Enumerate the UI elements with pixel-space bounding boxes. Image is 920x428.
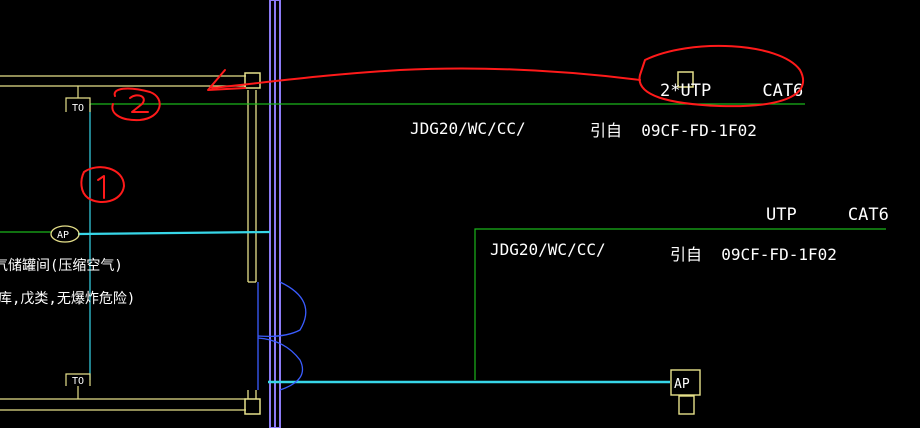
room-label-line2: 库,戊类,无爆炸危险)	[0, 291, 135, 307]
green-cables	[0, 103, 886, 380]
top-cable-spec: 2*UTP CAT6	[660, 81, 803, 101]
ap-right: AP	[670, 369, 701, 415]
to-outlet-top: TO	[65, 86, 91, 114]
to-label-top: TO	[72, 103, 84, 114]
red-markup	[80, 44, 805, 203]
to-label-bottom: TO	[72, 376, 84, 387]
column-wall	[269, 0, 281, 428]
red-mark-2-digit	[129, 94, 149, 113]
door-swing	[257, 281, 307, 391]
top-source-ref: 引自 09CF-FD-1F02	[590, 121, 757, 140]
red-mark-1-digit	[97, 175, 105, 199]
ap-right-label: AP	[674, 377, 690, 392]
column-square-right	[677, 71, 694, 88]
yellow-walls	[0, 75, 257, 411]
red-arrow-head	[207, 69, 246, 91]
mid-cable-spec: UTP CAT6	[766, 205, 889, 225]
red-mark-1-circle	[80, 166, 125, 203]
ap-left-label: AP	[57, 230, 69, 241]
column-square-bottom	[244, 398, 261, 415]
mid-source-ref: 引自 09CF-FD-1F02	[670, 245, 837, 264]
red-mark-2-circle	[111, 87, 161, 122]
top-conduit: JDG20/WC/CC/	[410, 119, 526, 138]
cyan-cables	[77, 104, 670, 384]
mid-conduit: JDG20/WC/CC/	[490, 240, 606, 259]
room-label-line1: 气储罐间(压缩空气)	[0, 258, 123, 274]
to-outlet-bottom: TO	[65, 373, 91, 399]
ap-left: AP	[50, 225, 80, 243]
red-arrow-line	[211, 67, 641, 89]
column-square-top	[244, 72, 261, 89]
red-ellipse-top-right	[638, 44, 805, 108]
